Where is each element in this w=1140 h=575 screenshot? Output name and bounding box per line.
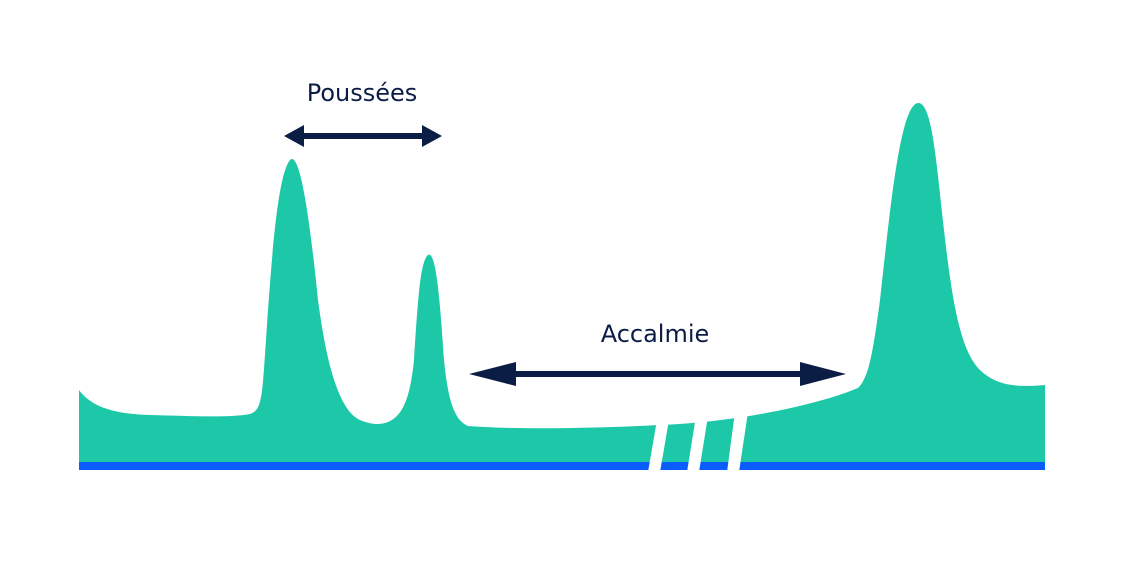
bursts-arrow	[284, 125, 442, 147]
calm-arrow-left-head	[469, 362, 516, 386]
bursts-label: Poussées	[307, 79, 418, 107]
bursts-arrow-right-head	[422, 125, 442, 147]
calm-label: Accalmie	[601, 320, 710, 348]
axis-break-mark	[687, 416, 708, 472]
axis-break-marks	[648, 412, 748, 472]
axis-break-mark	[727, 412, 748, 472]
time-axis-line	[79, 462, 1045, 470]
activity-curve	[79, 102, 1045, 471]
bursts-arrow-left-head	[284, 125, 304, 147]
calm-arrow-right-head	[800, 362, 846, 386]
axis-break-mark	[648, 420, 669, 472]
calm-arrow	[469, 362, 846, 386]
